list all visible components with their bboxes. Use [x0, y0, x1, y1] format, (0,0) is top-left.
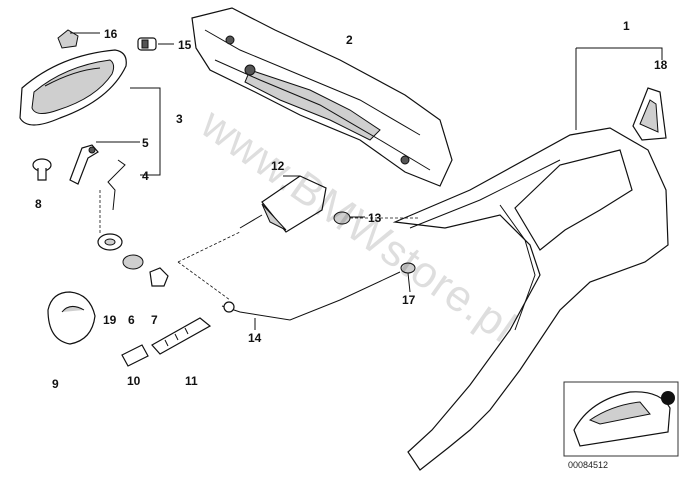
callout-6: 6: [128, 313, 135, 327]
leader-lines: [70, 32, 663, 330]
nut-part-7: [149, 267, 169, 287]
callout-10: 10: [127, 374, 141, 388]
callout-15: 15: [178, 38, 192, 52]
callout-1: 1: [623, 19, 630, 33]
callout-11: 11: [185, 374, 198, 388]
assembly-lines: [99, 190, 418, 301]
callout-7: 7: [151, 313, 158, 327]
actuator-part-12: [239, 175, 327, 233]
cap-part-16: [57, 29, 79, 49]
callout-18: 18: [654, 58, 668, 72]
bushing-part-6: [122, 254, 144, 270]
callout-2: 2: [346, 33, 353, 47]
cable-part-14: [221, 271, 401, 321]
cap-part-9: [47, 291, 96, 345]
callout-12: 12: [271, 159, 285, 173]
car-thumbnail: [563, 381, 679, 457]
spring-part-4: [107, 159, 126, 211]
reference-number: 00084512: [568, 460, 609, 470]
pillar-part-18: [632, 87, 667, 141]
rod-part-11: [151, 317, 212, 355]
sleeve-part-10: [121, 344, 149, 367]
callout-3: 3: [176, 112, 183, 126]
fuel-filler-flap: [19, 49, 127, 126]
callout-4: 4: [142, 169, 149, 183]
lever-part-5: [69, 144, 99, 185]
callout-16: 16: [104, 27, 118, 41]
callout-19: 19: [103, 313, 117, 327]
callout-17: 17: [402, 293, 416, 307]
callout-5: 5: [142, 136, 149, 150]
side-panel-part-1: [392, 127, 669, 471]
rivet-part-8: [32, 158, 52, 181]
callout-13: 13: [368, 211, 382, 225]
clip-part-15: [137, 37, 157, 51]
grommet-part-19: [97, 233, 123, 251]
callout-14: 14: [248, 331, 262, 345]
rear-panel-part-2: [191, 7, 453, 187]
callout-9: 9: [52, 377, 59, 391]
callout-8: 8: [35, 197, 42, 211]
